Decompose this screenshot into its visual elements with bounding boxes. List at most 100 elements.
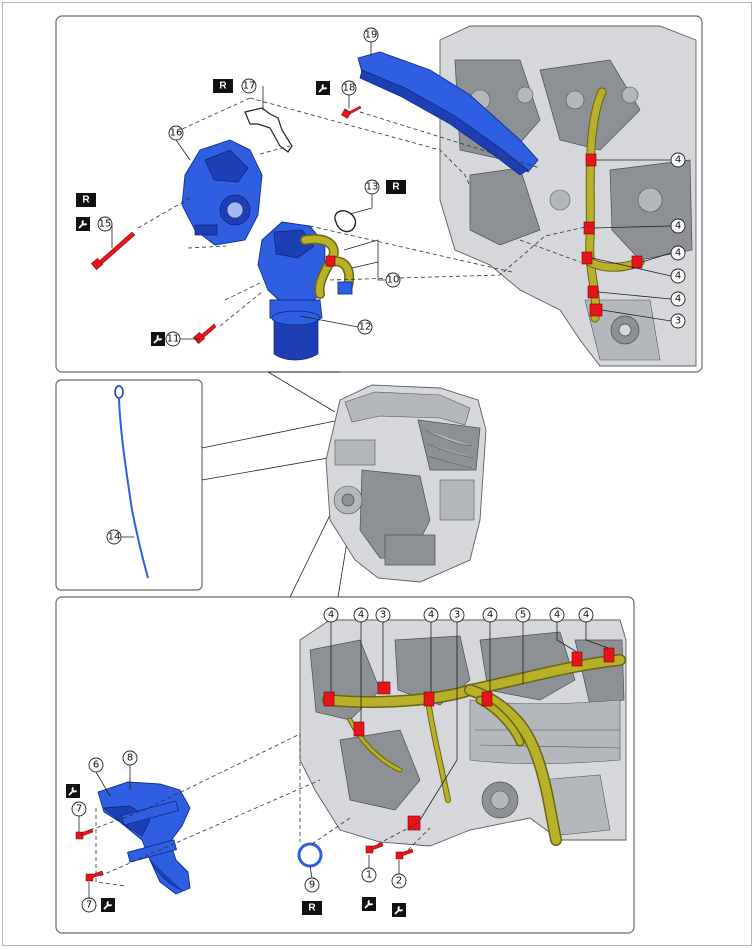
- callout-14: 14: [106, 529, 122, 545]
- callout-11: 11: [165, 331, 181, 347]
- callout-4b: 4: [670, 218, 686, 234]
- callout-3-bot-b: 3: [449, 607, 465, 623]
- svg-text:R: R: [219, 81, 227, 92]
- callout-10: 10: [385, 272, 401, 288]
- replace-badge-17: R: [213, 79, 233, 93]
- harness-branch-4: [348, 718, 402, 772]
- harness-clip: [481, 691, 493, 707]
- bottom-guides: [89, 733, 431, 887]
- wrench-icon: [75, 216, 91, 232]
- part-18-bolt: [341, 105, 362, 119]
- callout-6: 6: [88, 757, 104, 773]
- svg-text:5: 5: [520, 610, 526, 621]
- callout-13: 13: [364, 179, 380, 195]
- harness-bracket: [377, 681, 391, 695]
- svg-text:13: 13: [366, 182, 379, 193]
- svg-text:7: 7: [76, 804, 82, 815]
- part-16-housing: [181, 139, 263, 246]
- engine-block-closeup: [439, 25, 697, 367]
- svg-text:4: 4: [428, 610, 434, 621]
- part-17-gasket: [244, 107, 293, 153]
- callout-4c: 4: [670, 245, 686, 261]
- callout-4i: 4: [482, 607, 498, 623]
- harness-clip: [581, 251, 593, 265]
- callout-4g: 4: [353, 607, 369, 623]
- svg-text:1: 1: [366, 870, 372, 881]
- harness-clip: [353, 721, 365, 737]
- dipstick-panel-connector: [201, 419, 346, 481]
- callout-4d: 4: [670, 268, 686, 284]
- harness-clip: [423, 691, 435, 707]
- callout-4f: 4: [323, 607, 339, 623]
- svg-text:4: 4: [675, 155, 681, 166]
- part-15-bolt: [91, 231, 136, 270]
- replace-badge-13: R: [386, 180, 406, 194]
- svg-text:R: R: [308, 903, 316, 914]
- callout-15: 15: [97, 216, 113, 232]
- callout-18: 18: [341, 80, 357, 96]
- callout-8: 8: [122, 750, 138, 766]
- part-14-dipstick: [114, 385, 149, 579]
- svg-text:18: 18: [343, 83, 356, 94]
- harness-branch-down: [465, 685, 561, 845]
- harness-clip: [587, 285, 599, 299]
- part-8-water-outlet: [97, 781, 191, 895]
- hose-clamp: [325, 255, 336, 267]
- part-13-seal: [334, 210, 357, 233]
- callout-19: 19: [363, 27, 379, 43]
- svg-text:8: 8: [127, 753, 133, 764]
- part-7-bolt-lower: [85, 870, 104, 882]
- callout-2: 2: [391, 873, 407, 889]
- svg-text:9: 9: [309, 880, 315, 891]
- svg-text:3: 3: [675, 316, 681, 327]
- harness-clip: [585, 153, 597, 167]
- top-guides: [137, 97, 591, 327]
- callout-9: 9: [304, 877, 320, 893]
- svg-text:4: 4: [675, 271, 681, 282]
- callout-1: 1: [361, 867, 377, 883]
- part-19-cover-edge: [359, 69, 529, 176]
- harness-clip: [323, 691, 335, 707]
- svg-text:4: 4: [675, 294, 681, 305]
- harness-clip: [571, 651, 583, 667]
- part-7-bolt-upper: [75, 828, 94, 840]
- top-panel-connector-line: [267, 371, 336, 413]
- svg-text:R: R: [82, 195, 90, 206]
- svg-text:17: 17: [243, 81, 256, 92]
- callout-4h: 4: [423, 607, 439, 623]
- svg-text:4: 4: [675, 248, 681, 259]
- engine-overview: [325, 384, 487, 583]
- harness-clip: [631, 255, 643, 269]
- svg-text:3: 3: [454, 610, 460, 621]
- part-1-bolt: [365, 842, 384, 854]
- replace-badge-15: R: [76, 193, 96, 207]
- svg-text:16: 16: [170, 128, 183, 139]
- wrench-icon: [65, 783, 81, 799]
- callout-16: 16: [168, 125, 184, 141]
- wrench-icon: [100, 897, 116, 913]
- svg-text:14: 14: [108, 532, 121, 543]
- svg-text:4: 4: [554, 610, 560, 621]
- callout-3-bot-a: 3: [375, 607, 391, 623]
- svg-text:4: 4: [487, 610, 493, 621]
- replace-badge-9: R: [302, 901, 322, 915]
- svg-text:10: 10: [387, 275, 400, 286]
- callout-5: 5: [515, 607, 531, 623]
- callout-4e: 4: [670, 291, 686, 307]
- harness-branch-3: [426, 698, 450, 802]
- svg-text:4: 4: [583, 610, 589, 621]
- harness-bracket: [589, 303, 603, 317]
- callout-4j: 4: [549, 607, 565, 623]
- part-11-bolt: [193, 323, 217, 344]
- svg-text:6: 6: [93, 760, 99, 771]
- svg-text:2: 2: [396, 876, 402, 887]
- harness-clip: [603, 647, 615, 663]
- wrench-icon: [391, 902, 407, 918]
- svg-text:4: 4: [328, 610, 334, 621]
- svg-text:4: 4: [675, 221, 681, 232]
- harness-clip: [583, 221, 595, 235]
- wrench-icon: [315, 80, 331, 96]
- hose-fitting: [337, 281, 353, 295]
- callout-3-top: 3: [670, 313, 686, 329]
